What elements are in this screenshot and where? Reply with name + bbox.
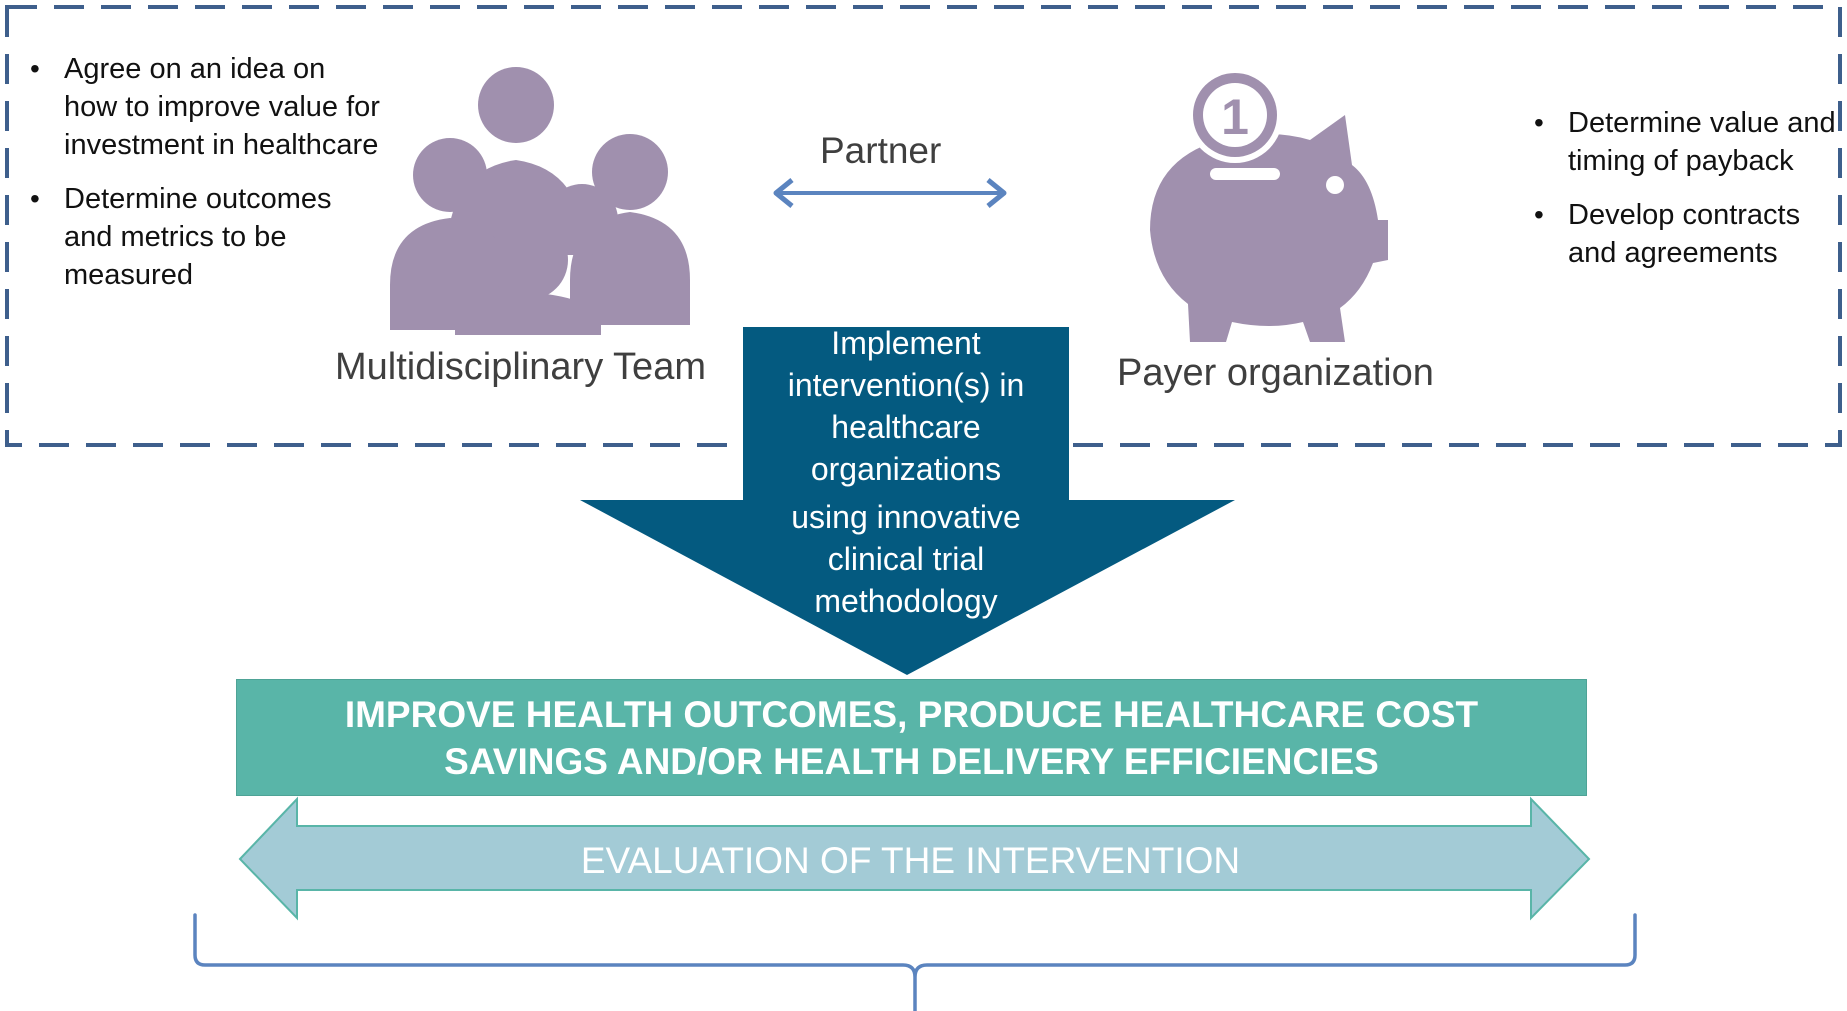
- right-bullet-1: Determine value and timing of payback: [1520, 104, 1847, 180]
- people-group-icon: [390, 67, 690, 335]
- piggy-bank-icon: 1: [1150, 67, 1388, 342]
- arrow-text-methodology: using innovative clinical trial methodol…: [791, 499, 1021, 619]
- coin-number: 1: [1221, 89, 1249, 145]
- left-bullet-list: Agree on an idea on how to improve value…: [16, 50, 386, 310]
- team-label: Multidisciplinary Team: [335, 346, 706, 388]
- partner-label: Partner: [820, 130, 942, 171]
- payer-label: Payer organization: [1117, 352, 1434, 394]
- outcome-text: IMPROVE HEALTH OUTCOMES, PRODUCE HEALTHC…: [344, 693, 1479, 782]
- left-bullet-2: Determine outcomes and metrics to be mea…: [16, 180, 386, 294]
- evaluation-label: EVALUATION OF THE INTERVENTION: [580, 840, 1241, 881]
- right-bullet-list: Determine value and timing of payback De…: [1520, 104, 1847, 288]
- left-bullet-1: Agree on an idea on how to improve value…: [16, 50, 386, 164]
- partner-double-arrow: [773, 178, 1007, 208]
- arrow-text-implement: Implement intervention(s) in healthcare …: [787, 325, 1025, 487]
- right-bullet-2: Develop contracts and agreements: [1520, 196, 1847, 272]
- outcome-box: IMPROVE HEALTH OUTCOMES, PRODUCE HEALTHC…: [236, 679, 1587, 796]
